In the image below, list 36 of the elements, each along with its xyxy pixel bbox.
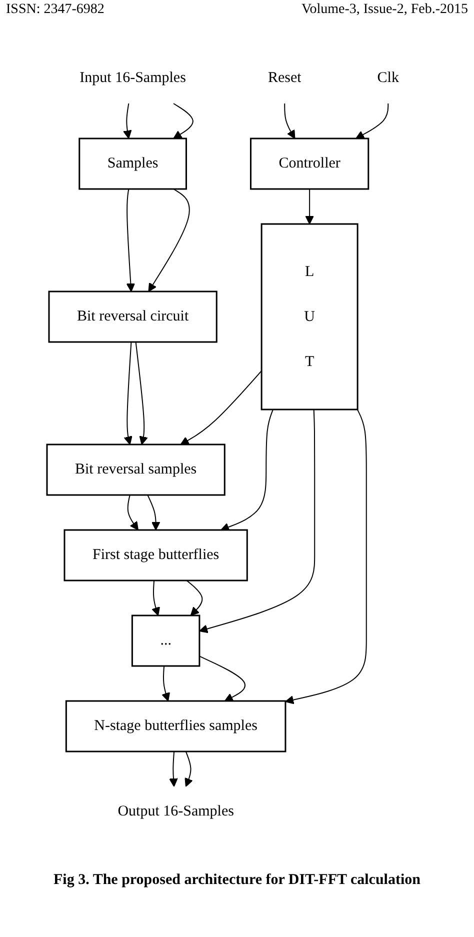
arrow bbox=[162, 666, 170, 702]
node-box: Controller bbox=[250, 138, 370, 190]
node-text: Clk bbox=[377, 70, 399, 86]
node-box: N-stage butterflies samples bbox=[65, 700, 286, 752]
arrow bbox=[198, 656, 246, 702]
arrow bbox=[220, 409, 274, 532]
arrow bbox=[199, 409, 316, 634]
figure-caption: Fig 3. The proposed architecture for DIT-FFT calculation bbox=[52, 871, 422, 890]
arrow bbox=[284, 103, 296, 139]
arrow bbox=[126, 188, 136, 292]
arrow bbox=[135, 342, 148, 445]
arrow bbox=[127, 494, 139, 530]
arrow bbox=[169, 751, 178, 787]
arrow bbox=[180, 370, 262, 445]
node-box: ... bbox=[131, 614, 200, 667]
node-box: Bit reversal circuit bbox=[48, 290, 218, 343]
arrow bbox=[173, 103, 194, 139]
node-box: L U T bbox=[260, 223, 358, 410]
arrow bbox=[186, 580, 203, 616]
node-text: Output 16-Samples bbox=[118, 803, 234, 820]
arrow bbox=[356, 103, 389, 139]
arrow bbox=[285, 409, 367, 704]
node-text: Input 16-Samples bbox=[80, 70, 186, 86]
arrow bbox=[152, 580, 160, 616]
arrow bbox=[124, 342, 132, 445]
arrow bbox=[123, 103, 132, 139]
header-text: Volume-3, Issue-2, Feb.-2015 bbox=[301, 2, 468, 18]
arrow bbox=[184, 751, 193, 787]
node-box: Samples bbox=[78, 138, 187, 190]
node-box: First stage butterflies bbox=[64, 529, 248, 582]
node-text: Reset bbox=[268, 70, 302, 86]
arrow bbox=[148, 188, 190, 292]
arrow bbox=[305, 188, 314, 224]
arrow bbox=[147, 494, 160, 530]
header-text: ISSN: 2347-6982 bbox=[6, 2, 104, 18]
node-box: Bit reversal samples bbox=[46, 444, 226, 496]
